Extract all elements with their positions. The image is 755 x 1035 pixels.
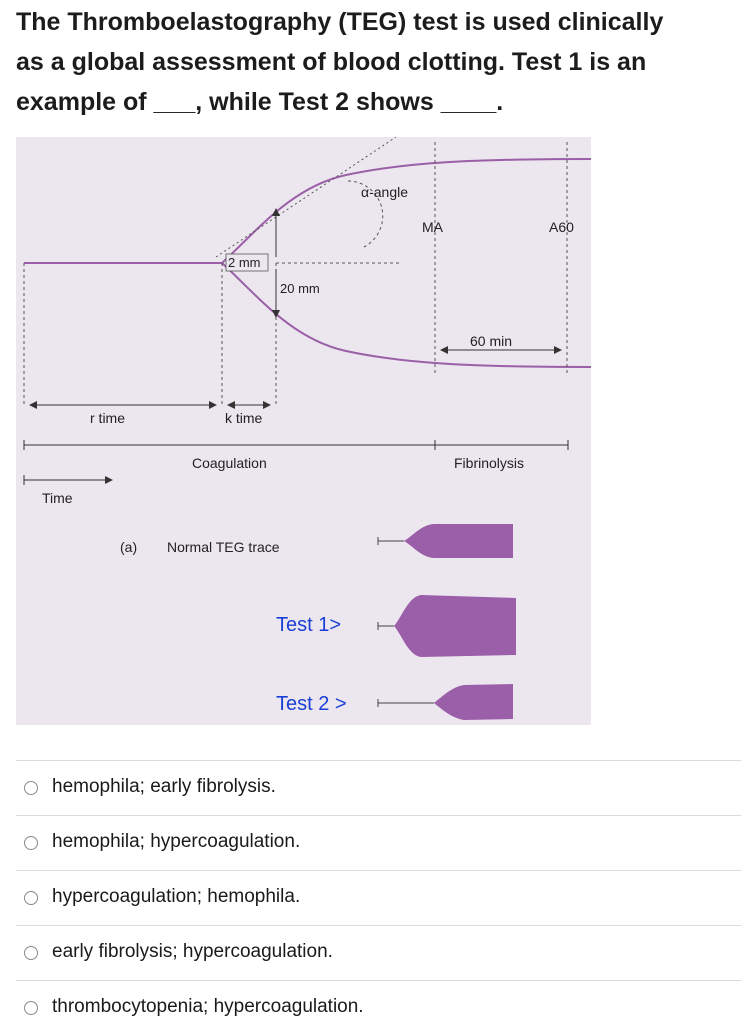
teg-trace [24, 158, 591, 368]
question-line-2: as a global assessment of blood clotting… [16, 48, 647, 76]
option-3[interactable]: hypercoagulation; hemophila. [16, 870, 741, 925]
option-label: hypercoagulation; hemophila. [52, 886, 301, 907]
a60-label: A60 [549, 219, 574, 235]
option-label: early fibrolysis; hypercoagulation. [52, 941, 333, 962]
option-1[interactable]: hemophila; early fibrolysis. [16, 760, 741, 815]
test1-mini-trace [377, 595, 516, 657]
test2-mini-trace [377, 684, 513, 720]
radio-button[interactable] [24, 781, 38, 795]
option-2[interactable]: hemophila; hypercoagulation. [16, 815, 741, 870]
question-line-3: example of ___, while Test 2 shows ____. [16, 88, 504, 116]
teg-diagram: α-angle MA A60 2 mm 20 mm 60 min r time … [23, 137, 591, 720]
panel-label: (a) [120, 539, 137, 555]
k-time-label: k time [225, 410, 263, 426]
time-label: Time [42, 490, 73, 506]
option-5[interactable]: thrombocytopenia; hypercoagulation. [16, 980, 741, 1035]
twenty-mm-label: 20 mm [280, 281, 320, 296]
measure-arrows [23, 208, 569, 485]
teg-figure: α-angle MA A60 2 mm 20 mm 60 min r time … [16, 137, 591, 725]
normal-mini-trace [377, 524, 513, 558]
option-label: thrombocytopenia; hypercoagulation. [52, 996, 364, 1017]
alpha-angle-label: α-angle [361, 184, 408, 200]
option-label: hemophila; early fibrolysis. [52, 776, 276, 797]
answer-options: hemophila; early fibrolysis. hemophila; … [16, 760, 741, 1035]
option-label: hemophila; hypercoagulation. [52, 831, 301, 852]
test2-label: Test 2 > [276, 693, 347, 715]
normal-trace-label: Normal TEG trace [167, 539, 280, 555]
ma-label: MA [422, 219, 444, 235]
fibrinolysis-label: Fibrinolysis [454, 455, 524, 471]
radio-button[interactable] [24, 836, 38, 850]
question-line-1: The Thromboelastography (TEG) test is us… [16, 8, 664, 36]
sixty-min-label: 60 min [470, 333, 512, 349]
question-text: The Thromboelastography (TEG) test is us… [16, 2, 746, 122]
radio-button[interactable] [24, 946, 38, 960]
option-4[interactable]: early fibrolysis; hypercoagulation. [16, 925, 741, 980]
radio-button[interactable] [24, 891, 38, 905]
test1-label: Test 1> [276, 614, 341, 636]
coagulation-label: Coagulation [192, 455, 267, 471]
r-time-label: r time [90, 410, 125, 426]
radio-button[interactable] [24, 1001, 38, 1015]
two-mm-label: 2 mm [228, 255, 261, 270]
